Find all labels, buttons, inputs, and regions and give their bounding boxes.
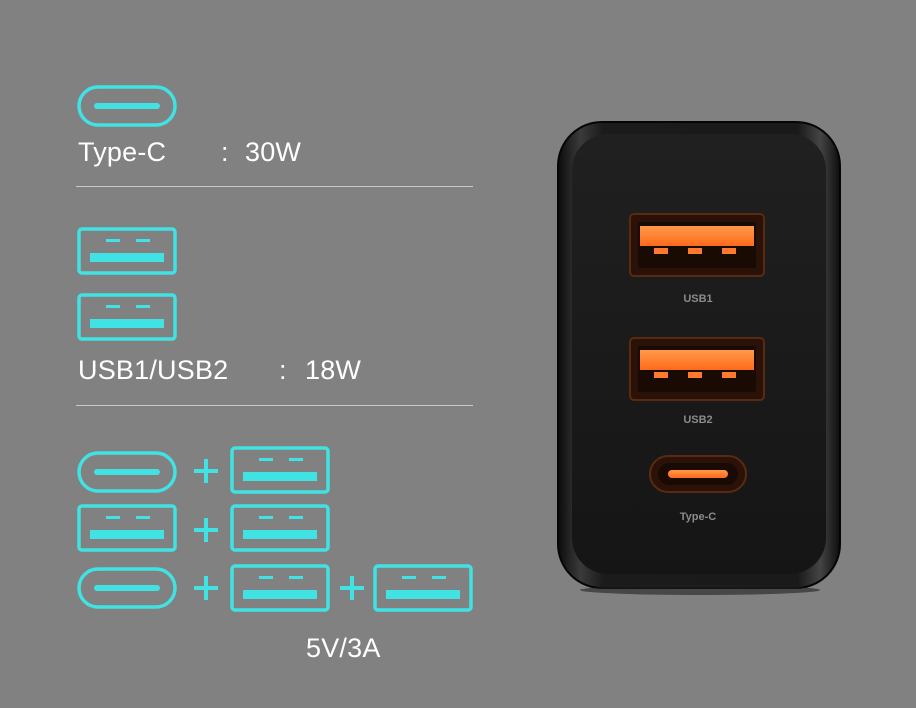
usb-a-port-icon <box>230 564 330 612</box>
plus-icon <box>340 576 364 600</box>
charger-image: USB1 USB2 Type-C <box>557 121 841 595</box>
charger-port-label-usb1: USB1 <box>683 293 712 305</box>
type-c-label: Type-C <box>78 137 167 167</box>
usb-a-port-icon <box>230 446 330 494</box>
section-divider <box>76 405 473 406</box>
charger-port-label-type-c: Type-C <box>680 511 717 523</box>
usb-c-port-icon <box>77 567 177 609</box>
plus-icon <box>194 518 218 542</box>
usb-a-port-icon <box>230 504 330 552</box>
usb-a-separator: : <box>279 355 287 385</box>
combined-output-label: 5V/3A <box>306 633 381 663</box>
usb-a-port-icon <box>373 564 473 612</box>
plus-icon <box>194 576 218 600</box>
usb-a-power: 18W <box>305 355 362 385</box>
plus-icon <box>194 459 218 483</box>
section-divider <box>76 186 473 187</box>
type-c-power: 30W <box>245 137 302 167</box>
charger-port-label-usb2: USB2 <box>683 414 712 426</box>
usb-a-port-icon <box>77 504 177 552</box>
usb-c-port-icon <box>77 85 177 127</box>
usb-a-label: USB1/USB2 <box>78 355 229 385</box>
usb-c-port-icon <box>77 451 177 493</box>
usb-a-port-icon <box>77 227 177 275</box>
usb-a-port-icon <box>77 293 177 341</box>
type-c-separator: : <box>221 137 229 167</box>
